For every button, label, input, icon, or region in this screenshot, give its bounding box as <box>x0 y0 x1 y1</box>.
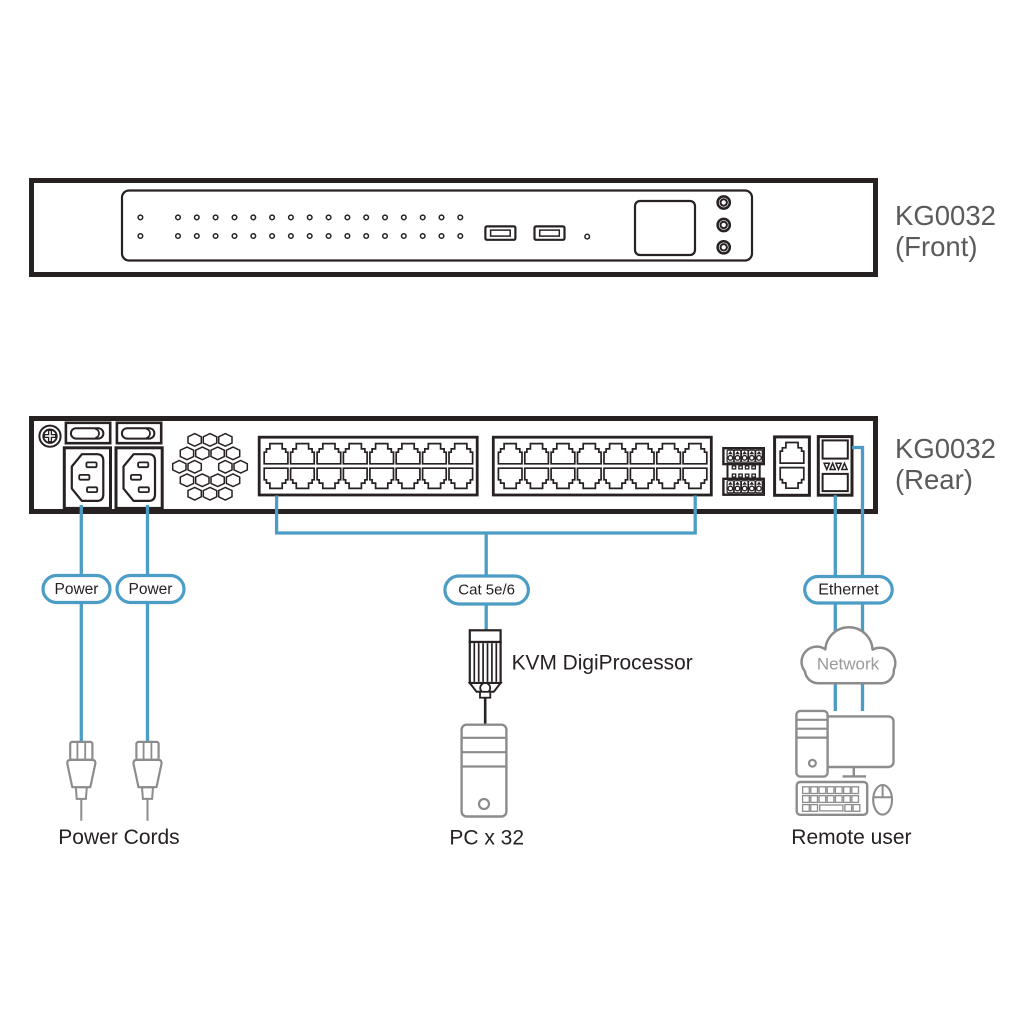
svg-text:KG0032: KG0032 <box>895 433 996 464</box>
svg-text:Cat 5e/6: Cat 5e/6 <box>458 582 515 599</box>
svg-text:Power Cords: Power Cords <box>58 826 179 849</box>
svg-text:(Front): (Front) <box>895 231 978 262</box>
svg-text:Network: Network <box>817 654 880 673</box>
svg-text:Power: Power <box>55 581 99 598</box>
svg-text:Power: Power <box>129 581 173 598</box>
svg-text:(Rear): (Rear) <box>895 464 973 495</box>
svg-text:KG0032: KG0032 <box>895 200 996 231</box>
svg-text:Ethernet: Ethernet <box>818 582 879 599</box>
svg-text:PC x 32: PC x 32 <box>449 826 524 849</box>
svg-text:Remote user: Remote user <box>791 826 911 849</box>
svg-text:KVM DigiProcessor: KVM DigiProcessor <box>512 652 693 675</box>
